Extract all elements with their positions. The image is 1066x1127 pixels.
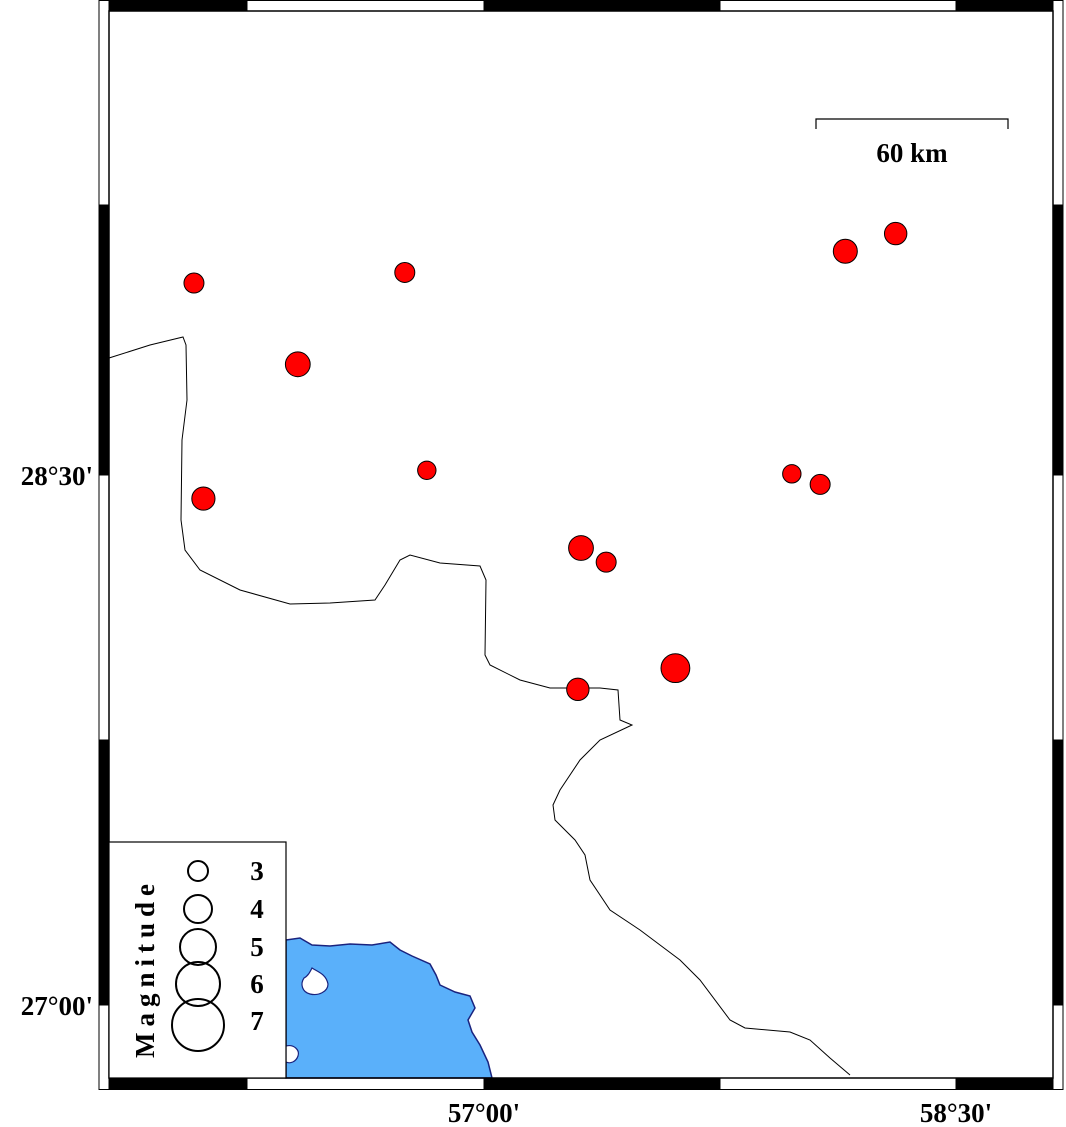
x-tick-label: 57°00' [448, 1098, 520, 1127]
legend-label: 3 [250, 856, 264, 886]
legend-label: 6 [250, 969, 264, 999]
earthquake-marker [284, 351, 311, 378]
island [301, 967, 329, 996]
island [285, 1045, 299, 1064]
earthquake-marker [394, 261, 416, 283]
legend-symbol [183, 894, 213, 924]
y-tick-label: 27°00' [21, 991, 93, 1021]
earthquake-marker [417, 460, 437, 481]
y-tick-label: 28°30' [21, 461, 93, 491]
legend-label: 5 [250, 932, 264, 962]
scale-bar-label: 60 km [876, 138, 948, 168]
earthquake-marker [660, 653, 691, 684]
x-tick-label: 58°30' [920, 1098, 992, 1127]
legend-symbol [179, 928, 217, 966]
legend-symbol [171, 998, 225, 1052]
earthquake-marker [832, 238, 858, 264]
earthquake-marker [191, 486, 216, 511]
earthquake-marker [782, 464, 802, 484]
earthquake-marker [883, 221, 908, 246]
scale-bar-line [815, 118, 1009, 129]
legend-symbol [175, 961, 221, 1007]
legend-symbol [187, 860, 209, 882]
earthquake-marker [183, 272, 205, 294]
legend-title: Magnitude [130, 878, 160, 1058]
map-frame [98, 0, 1064, 1090]
earthquake-marker [809, 473, 831, 495]
earthquake-marker [595, 551, 617, 573]
legend-label: 7 [250, 1006, 264, 1036]
legend-label: 4 [250, 894, 264, 924]
scale-bar: 60 km [815, 118, 1009, 168]
earthquake-marker [566, 677, 590, 702]
earthquake-events [183, 221, 908, 702]
magnitude-legend: Magnitude 3 4 5 6 7 [108, 841, 287, 1079]
earthquake-marker [568, 535, 594, 561]
sea [285, 937, 493, 1079]
